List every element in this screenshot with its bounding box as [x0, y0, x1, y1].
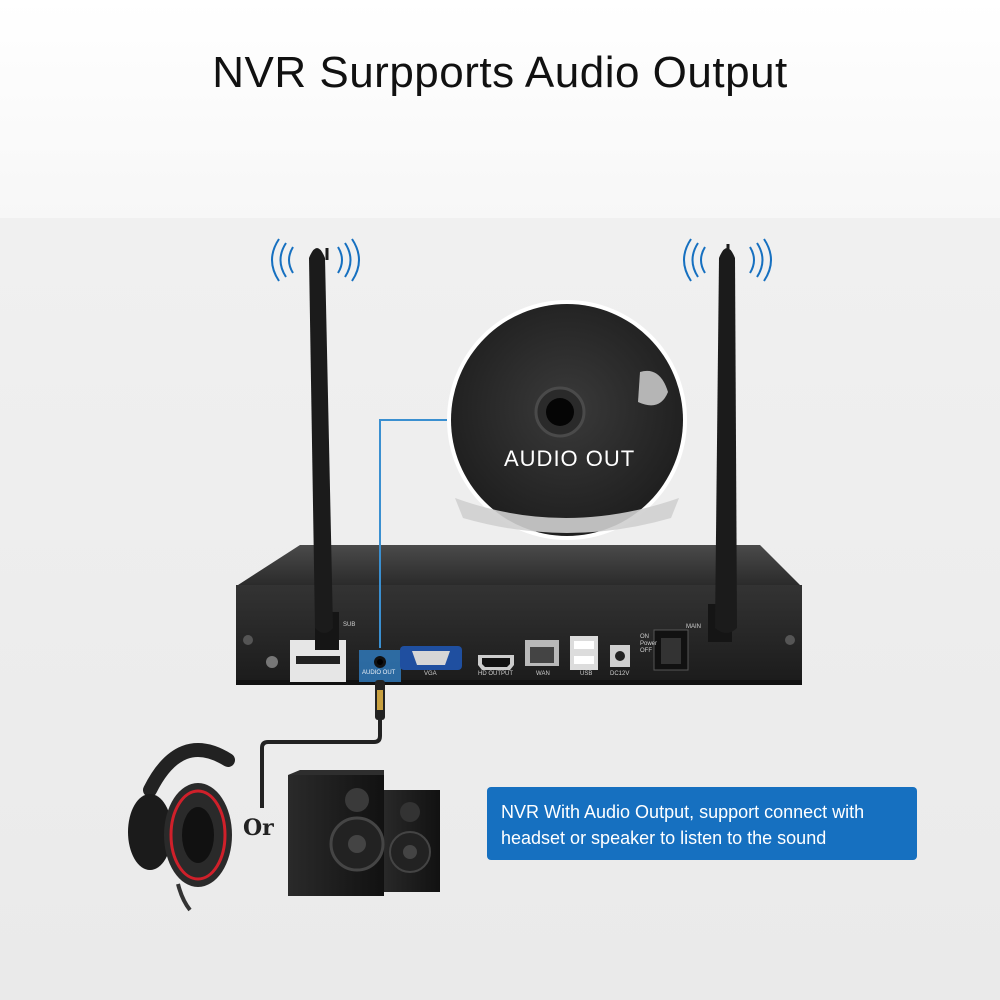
wifi-signal-icon: [271, 238, 360, 282]
dc12v-port-label: DC12V: [610, 671, 630, 677]
audio-cable: [260, 680, 385, 808]
header-background: [0, 0, 1000, 218]
callout-line-1: NVR With Audio Output, support connect w…: [501, 802, 865, 822]
or-label: Or: [243, 815, 274, 841]
sub-antenna-label: SUB: [343, 622, 356, 628]
power-label: ON Power OFF: [640, 634, 658, 654]
main-antenna-label: MAIN: [686, 624, 701, 630]
wan-port-label: WAN: [536, 671, 550, 677]
zoom-audio-out-label: AUDIO OUT: [504, 446, 636, 471]
caution-text: CAUTION: [304, 657, 332, 663]
usb-port-label: USB: [580, 671, 593, 677]
callout-line-2: headset or speaker to listen to the soun…: [501, 828, 827, 848]
headset-icon: [128, 743, 235, 912]
wifi-signal-icon: [683, 238, 772, 282]
hd-output-port-label: HD OUTPUT: [478, 671, 513, 677]
callout-connector: [379, 419, 455, 648]
speaker-icon: [380, 790, 440, 892]
audio-out-zoom: [447, 300, 687, 540]
antenna-icon: [309, 244, 737, 633]
speaker-icon: [288, 770, 385, 896]
info-callout: NVR With Audio Output, support connect w…: [487, 787, 917, 860]
page-title: NVR Surpports Audio Output: [212, 48, 788, 97]
vga-port-label: VGA: [424, 671, 437, 677]
audio-out-port-label: AUDIO OUT: [362, 670, 396, 676]
